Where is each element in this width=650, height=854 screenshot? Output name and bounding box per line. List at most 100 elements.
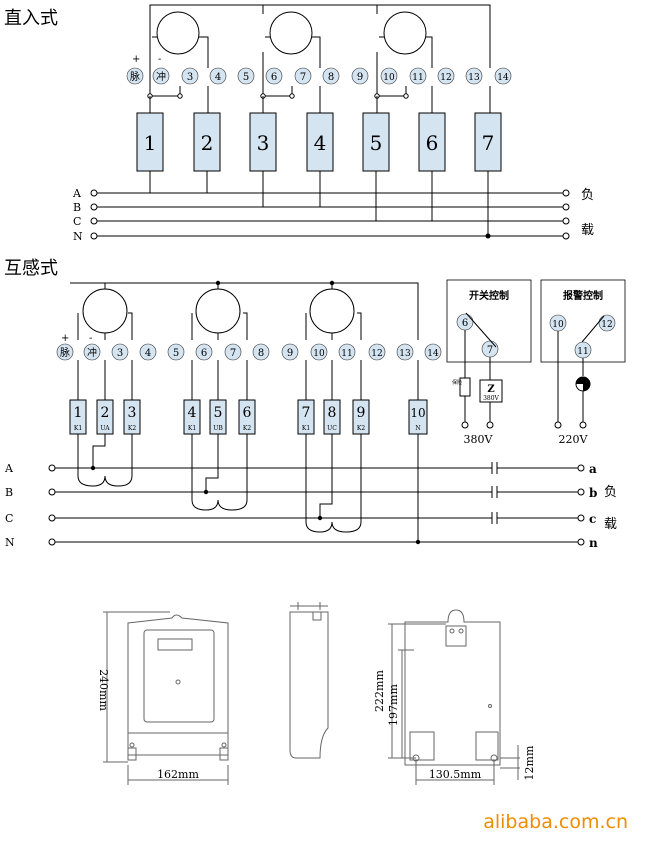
ct-box-sub: K2 [243, 425, 251, 432]
ct-title: 互感式 [4, 258, 58, 279]
ct-line-label: B [5, 486, 13, 499]
alarm-terminal-12 [598, 314, 616, 332]
switch-supply-voltage: 380V [464, 433, 494, 446]
dim-offset: 12mm [523, 745, 536, 780]
ct-line-end: n [589, 536, 598, 550]
ct-box-number: 1 [74, 405, 83, 421]
direct-box-label: 3 [257, 131, 270, 155]
direct-terminal-label: 11 [412, 73, 423, 83]
ct-line-end: c [589, 512, 596, 526]
direct-load-bottom: 载 [581, 223, 594, 238]
ct-terminal-label: 5 [173, 348, 179, 359]
ct-box-sub: K1 [74, 425, 82, 432]
contactor-symbol-text: Z [487, 384, 494, 395]
ct-terminal-label: 3 [117, 348, 123, 359]
direct-box-label: 4 [314, 131, 327, 155]
direct-terminal-label: 3 [187, 72, 193, 83]
ct-box-sub: K2 [357, 425, 365, 432]
direct-pulse-minus: - [158, 54, 161, 65]
ct-line-end: a [589, 462, 597, 476]
direct-title: 直入式 [4, 8, 58, 29]
ct-line-label: N [5, 536, 15, 549]
alarm-control-title: 报警控制 [563, 289, 603, 302]
ct-box-number: 10 [410, 406, 425, 420]
direct-box-labels: 1 2 3 4 5 6 7 [144, 131, 495, 155]
contactor-symbol [479, 379, 503, 403]
ct-pulse-label: 脉 [60, 346, 70, 359]
ct-line-end: b [589, 486, 597, 500]
ct-terminal-label: 6 [201, 348, 207, 359]
alarm-terminal-label: 10 [552, 320, 564, 330]
fuse-label: 保险 [452, 379, 462, 386]
alarm-terminal-label: 11 [577, 347, 588, 357]
ct-terminal-boxes [69, 399, 428, 435]
ct-terminal-label: 4 [145, 348, 151, 359]
dim-mount-height: 222mm [373, 670, 386, 712]
direct-terminal-label: 7 [300, 72, 306, 83]
direct-terminal-label: 5 [243, 72, 249, 83]
direct-load-top: 负 [581, 188, 594, 203]
direct-line-label: C [73, 215, 81, 228]
ct-terminal-chong [83, 343, 101, 361]
ct-box-sub: K1 [188, 425, 196, 432]
ct-line-label: C [5, 512, 13, 525]
direct-terminal-label: 14 [497, 73, 509, 83]
watermark: alibaba.com.cn [483, 811, 628, 833]
switch-control-panel [446, 279, 532, 363]
alarm-supply-voltage: 220V [559, 433, 589, 446]
ct-terminal-label: 11 [341, 349, 352, 359]
side-view [289, 602, 329, 759]
contactor-voltage: 380V [483, 395, 499, 402]
dim-mount-width: 130.5mm [429, 768, 482, 781]
direct-ct-coils [156, 11, 427, 55]
direct-terminal-label: 8 [328, 72, 334, 83]
direct-terminal-label: 13 [468, 73, 480, 83]
ct-line-ends: a b c n [589, 462, 598, 550]
direct-terminal-label: 4 [215, 72, 221, 83]
direct-terminal-chong [152, 67, 170, 85]
ct-terminal-label: 7 [230, 348, 236, 359]
ct-box-numbers: 1 2 3 4 5 6 7 8 9 10 [74, 405, 426, 421]
ct-top-wiring [70, 280, 419, 400]
ct-box-sub: N [415, 425, 420, 432]
back-view [388, 609, 520, 785]
ct-load-bottom: 载 [604, 517, 617, 532]
ct-terminal-row [111, 343, 442, 361]
ct-line-label: A [4, 462, 14, 475]
ct-load-top: 负 [604, 485, 617, 500]
front-view [103, 611, 229, 785]
dim-inner-height: 197mm [387, 684, 400, 726]
ct-box-sub: UC [327, 425, 337, 432]
switch-terminal-label: 7 [487, 345, 493, 356]
ct-terminal-label: 9 [287, 348, 293, 359]
direct-line-label: A [72, 187, 82, 200]
direct-phase-lines [90, 171, 570, 240]
direct-terminal-label: 10 [383, 73, 395, 83]
switch-control-title: 开关控制 [469, 289, 509, 302]
direct-terminal-row [181, 67, 512, 85]
ct-terminal-label: 13 [399, 349, 411, 359]
direct-box-label: 2 [201, 131, 214, 155]
direct-line-labels: A B C N [72, 187, 83, 243]
direct-terminal-label: 6 [271, 72, 277, 83]
direct-pulse-label: 脉 [130, 70, 140, 83]
alarm-terminal-label: 12 [601, 320, 612, 330]
ct-phase-lines [48, 462, 585, 546]
ct-box-number: 5 [214, 405, 223, 421]
ct-box-number: 8 [328, 405, 337, 421]
ct-pulse-minus: - [89, 333, 92, 344]
direct-box-label: 5 [370, 131, 383, 155]
ct-box-subs: K1 UA K2 K1 UB K2 K1 UC K2 N [74, 425, 421, 432]
ct-box-sub: UA [100, 425, 110, 432]
direct-terminal-labels: 3 4 5 6 7 8 9 10 11 12 13 14 [187, 72, 509, 83]
direct-chong-label: 冲 [156, 70, 166, 83]
ct-terminal-label: 10 [313, 349, 325, 359]
ct-loops [77, 434, 421, 545]
ct-terminal-label: 8 [258, 348, 264, 359]
ct-box-sub: K1 [302, 425, 310, 432]
switch-terminal-label: 6 [462, 318, 468, 329]
ct-box-sub: UB [213, 425, 223, 432]
direct-box-label: 7 [482, 131, 495, 155]
ct-chong-label: 冲 [87, 346, 97, 359]
